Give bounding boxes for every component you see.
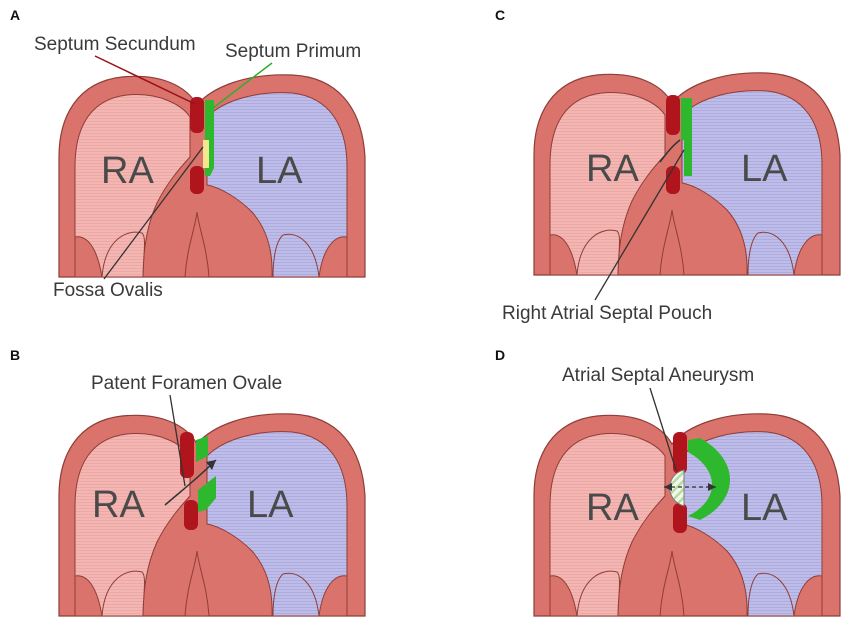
septum-primum-b-upper xyxy=(196,436,208,462)
ra-label-c: RA xyxy=(586,148,639,190)
panel-b: B RA LA Patent Foramen Ovale xyxy=(10,347,366,617)
ra-label-b: RA xyxy=(92,484,145,526)
leader-fossa-ovalis xyxy=(103,146,204,280)
panel-letter-d: D xyxy=(495,347,505,363)
septal-pouch-c xyxy=(659,139,681,163)
leader-septum-secundum xyxy=(94,55,196,105)
septum-primum-d xyxy=(688,438,730,520)
septum-primum-b-lower xyxy=(198,476,216,512)
septum-primum-c xyxy=(681,98,692,176)
septum-secundum-c xyxy=(666,95,680,135)
la-label-a: LA xyxy=(256,150,303,192)
leader-pfo xyxy=(169,394,186,487)
callout-atrial-septal-aneurysm: Atrial Septal Aneurysm xyxy=(562,365,754,386)
la-label-d: LA xyxy=(741,487,788,529)
panel-letter-a: A xyxy=(10,7,20,23)
panel-letter-b: B xyxy=(10,347,20,363)
fossa-ovalis-a xyxy=(203,140,209,168)
septum-secundum-b xyxy=(180,432,194,478)
la-label-b: LA xyxy=(247,484,294,526)
septum-secundum-d xyxy=(673,432,687,474)
panel-d: D RA LA Atrial Septal Aneurysm xyxy=(495,347,841,617)
leader-aneurysm xyxy=(649,387,677,471)
leader-septal-pouch xyxy=(594,149,685,301)
panel-c: C RA LA Right Atrial Septal Pouch xyxy=(495,7,841,324)
callout-right-atrial-septal-pouch: Right Atrial Septal Pouch xyxy=(502,303,712,324)
panel-letter-c: C xyxy=(495,7,505,23)
panel-a: A RA LA Septum Secundum Septum Primum Fo… xyxy=(10,7,366,301)
ra-label-a: RA xyxy=(101,150,154,192)
callout-septum-primum: Septum Primum xyxy=(225,41,361,62)
callout-patent-foramen-ovale: Patent Foramen Ovale xyxy=(91,373,282,394)
leader-septum-primum xyxy=(212,62,273,109)
ra-label-d: RA xyxy=(586,487,639,529)
septum-secundum-a xyxy=(190,97,204,133)
la-label-c: LA xyxy=(741,148,788,190)
callout-septum-secundum: Septum Secundum xyxy=(34,34,196,55)
callout-fossa-ovalis: Fossa Ovalis xyxy=(53,280,163,301)
